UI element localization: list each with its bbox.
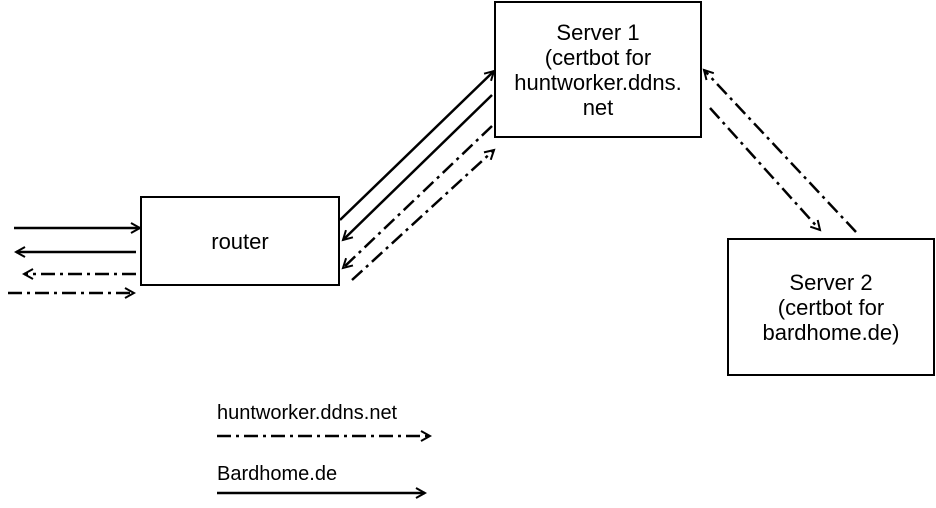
server2-box: Server 2 (certbot for bardhome.de) [727,238,935,376]
server1-to-router-bardhome-arrow [343,94,493,240]
server1-title: Server 1 [556,19,640,45]
server2-line-2: (certbot for [777,294,885,320]
legend-huntworker-label: huntworker.ddns.net [217,402,398,424]
server2-to-server1-arrow [704,70,857,233]
server1-line-3: huntworker.ddns. [514,69,682,95]
server1-to-router-huntworker-arrow [343,125,493,268]
server1-to-server2-arrow [709,107,820,230]
server1-line-4: net [582,94,614,120]
server1-box: Server 1 (certbot for huntworker.ddns. n… [494,1,702,138]
router-to-server1-bardhome-arrow [339,71,494,221]
server2-title: Server 2 [789,269,873,295]
server1-line-2: (certbot for [544,44,652,70]
server2-line-3: bardhome.de) [762,319,900,345]
router-label: router [211,228,269,254]
router-to-server1-huntworker-arrow [351,150,494,281]
legend-bardhome-label: Bardhome.de [217,463,338,485]
router-box: router [140,196,340,286]
